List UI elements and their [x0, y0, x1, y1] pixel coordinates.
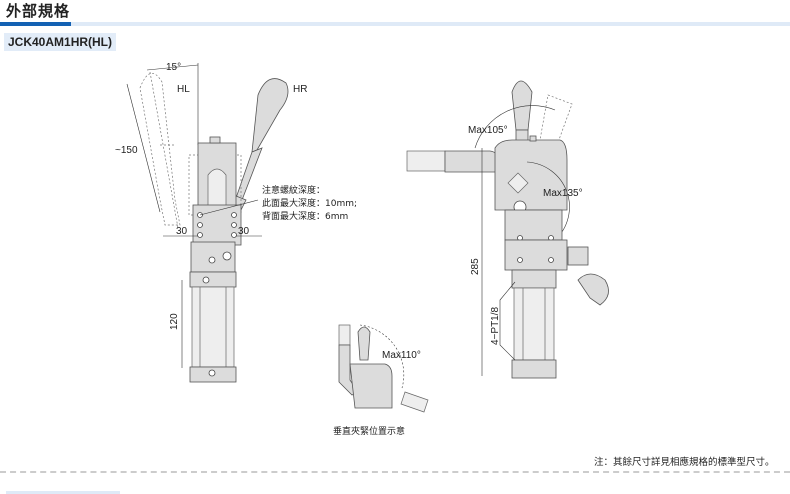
length-label: ~150 [115, 145, 138, 156]
width-left-label: 30 [176, 226, 188, 237]
handle-hl-ghost [139, 71, 181, 229]
head-pin [529, 135, 537, 142]
handle-hr-label: HR [293, 84, 307, 95]
arc-135 [526, 161, 570, 241]
thread-leader [199, 199, 259, 216]
handle-hl-label: HL [177, 84, 190, 95]
divider [0, 471, 790, 473]
vc-knob [357, 326, 371, 361]
vc-head [349, 363, 393, 409]
footnote: 注：其餘尺寸詳見相應規格的標準型尺寸。 [594, 457, 775, 468]
max-angle-105-label: Max105° [468, 125, 508, 136]
side-base [504, 239, 568, 271]
vc-grip [338, 324, 351, 346]
title-underline-accent [0, 22, 71, 26]
side-cyl-bottom [511, 359, 557, 379]
diamond-block [507, 172, 529, 194]
length-dim-line [126, 83, 161, 213]
port-leader [499, 281, 516, 361]
height-label: 285 [470, 258, 481, 275]
handle-horizontal-grip [406, 150, 446, 172]
angle-label: 15° [166, 62, 181, 73]
clamp-head [188, 136, 259, 246]
side-cyl-tube [513, 287, 555, 361]
handle-horizontal [444, 150, 503, 173]
port-label: 4−PT1/8 [490, 306, 501, 345]
section-title: 外部規格 [6, 2, 71, 20]
vc-ghost-grip [400, 391, 429, 413]
thread-note-line3: 背面最大深度：6mm [262, 210, 348, 222]
cylinder-body [189, 241, 237, 383]
front-view: ~150 15° HL HR 3 [115, 62, 357, 383]
arc-105 [474, 105, 556, 149]
max-angle-135-label: Max135° [543, 188, 583, 199]
side-view: Max105° Max135° 285 4−PT1/8 [406, 80, 609, 379]
footer-bar [6, 491, 120, 494]
thread-note-line1: 注意螺紋深度： [262, 184, 325, 196]
side-block [504, 209, 563, 241]
thread-note-line2: 此面最大深度：10mm; [262, 197, 357, 209]
side-lever-knob [577, 273, 609, 306]
side-head [494, 139, 568, 211]
vc-max-angle-label: Max110° [382, 350, 421, 361]
title-underline [0, 22, 790, 26]
vc-caption: 垂直夾緊位置示意 [333, 425, 405, 437]
model-label: JCK40AM1HR(HL) [4, 33, 117, 51]
cylinder-height-label: 120 [169, 313, 180, 330]
handle-vertical [511, 80, 533, 131]
vertical-clamp-view: Max110° 垂直夾緊位置示意 [333, 324, 429, 437]
side-lever-block [567, 246, 589, 266]
width-right-label: 30 [238, 226, 250, 237]
angle-dim-line [146, 64, 199, 71]
side-cyl-top [511, 269, 557, 289]
